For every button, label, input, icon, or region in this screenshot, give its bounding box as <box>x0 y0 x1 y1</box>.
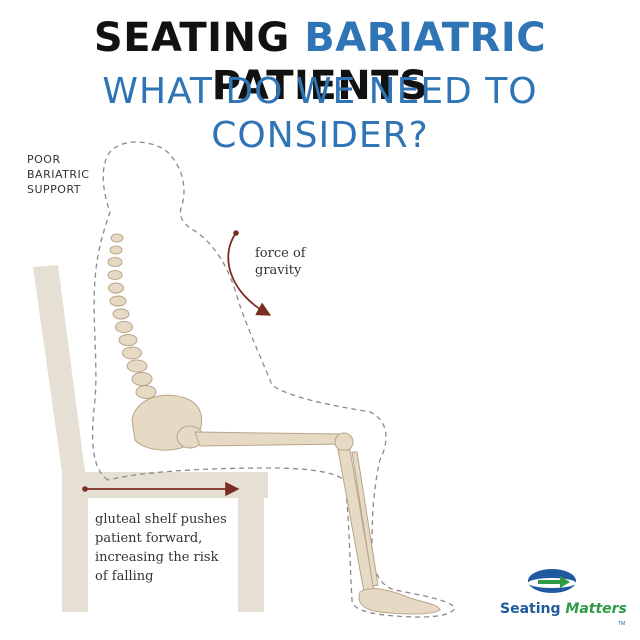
femur <box>194 431 346 447</box>
logo-trademark: TM <box>618 621 626 627</box>
skeleton <box>107 233 441 615</box>
spine <box>107 233 157 399</box>
logo-wordmark: Seating Matters <box>500 601 630 617</box>
title-part-2: PATIENTS <box>211 63 429 109</box>
knee <box>334 432 354 452</box>
page-title: SEATING BARIATRIC PATIENTS <box>0 14 640 110</box>
chair-backrest <box>33 265 85 472</box>
gravity-arrow <box>227 232 272 316</box>
poor-support-label: POOR BARIATRIC SUPPORT <box>27 153 90 196</box>
gravity-arrow-start <box>233 230 239 236</box>
gluteal-arrow-start <box>82 486 88 492</box>
chair-seat <box>62 472 268 498</box>
foot <box>358 588 441 615</box>
page-subtitle: WHAT DO WE NEED TO CONSIDER? <box>102 71 538 156</box>
logo-mark <box>528 569 576 593</box>
chair-back-leg <box>62 498 88 612</box>
fibula <box>351 451 379 587</box>
chair-front-leg <box>238 498 264 612</box>
chair <box>33 265 268 612</box>
logo-word-1: Seating <box>500 601 566 617</box>
brand-logo: Seating Matters TM <box>500 565 630 635</box>
body-outline <box>91 141 456 618</box>
logo-word-2: Matters <box>565 601 627 617</box>
title-part-1: SEATING <box>93 15 305 61</box>
gluteal-label: gluteal shelf pushes patient forward, in… <box>95 512 227 584</box>
gravity-label: force of gravity <box>255 246 306 278</box>
title-accent: BARIATRIC <box>304 15 547 61</box>
